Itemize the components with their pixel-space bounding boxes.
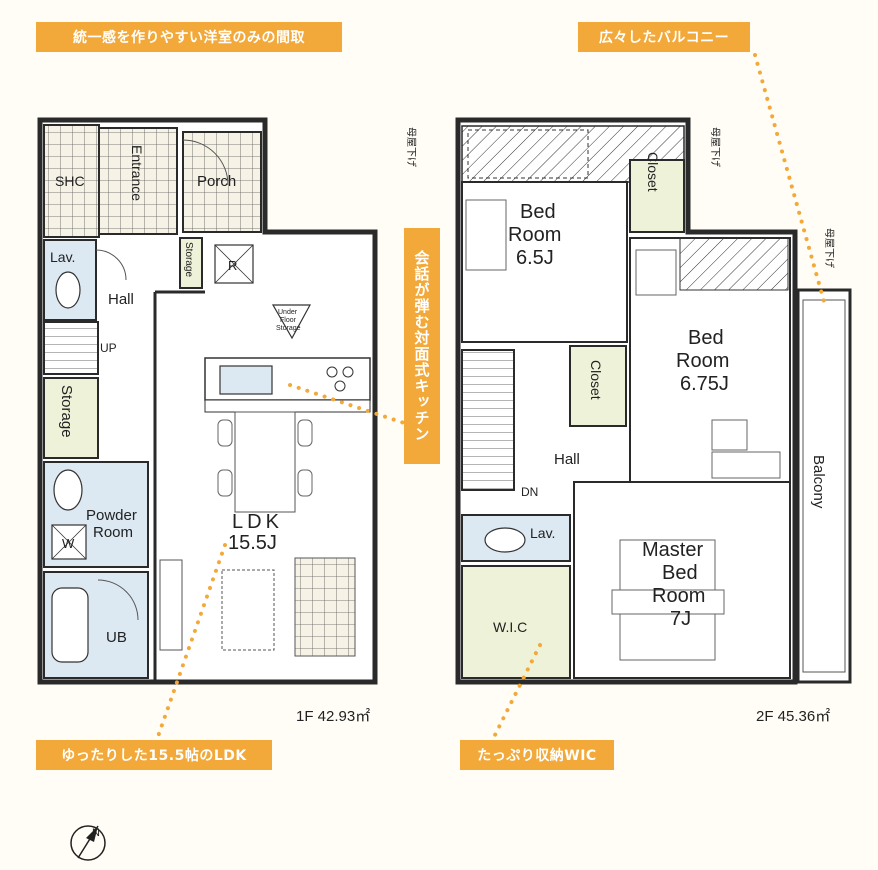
north-compass [70,825,106,861]
kitchen-sink-icon [219,365,273,395]
storage-room [43,377,99,459]
label-ldk: LDK [232,511,283,533]
toilet-icon-2f [484,527,526,553]
label-w: W [62,536,75,551]
label-r: R [228,258,237,273]
roof-note-mid: 母屋下げ [709,127,721,167]
label-bed2-1: Bed [688,327,724,349]
compass-label: N [92,827,100,839]
label-hall-2f: Hall [554,451,580,468]
floor-1-area: 1F 42.93㎡ [296,708,371,725]
callout-room-style: 統一感を作りやすい洋室のみの間取 [36,22,342,52]
label-closet-top: Closet [645,152,661,192]
r-box [214,244,254,284]
label-storage-small: Storage [183,242,194,277]
label-dn: DN [521,485,538,499]
label-balcony: Balcony [810,455,827,509]
closet-top [629,159,685,233]
small-storage [179,237,203,289]
label-master-1: Master [642,539,703,561]
label-powder-1: Powder [86,507,137,524]
label-under-floor-1: Under [278,309,298,316]
label-bed1-1: Bed [520,201,556,223]
stairs-2f [461,349,515,491]
label-master-4: 7J [670,608,691,630]
toilet-icon [55,271,81,309]
stairs-1f [43,321,99,375]
label-master-3: Room [652,585,705,607]
callout-wic: たっぷり収納WIC [460,740,614,770]
roof-note-left: 母屋下げ [405,127,417,167]
under-floor-storage-mark [271,304,312,340]
roof-note-right: 母屋下げ [823,228,835,268]
label-bed2-3: 6.75J [680,373,729,395]
label-ub: UB [106,629,127,646]
label-closet-mid: Closet [588,360,604,400]
floor-1-plan [37,117,378,685]
label-powder-2: Room [93,524,133,541]
label-under-floor-3: Storage [276,325,301,332]
label-under-floor-2: Floor [280,317,297,324]
entrance-area [98,127,178,235]
callout-leaders [153,53,827,747]
label-shc: SHC [55,173,85,189]
walk-in-closet [461,565,571,679]
callout-balcony: 広々したバルコニー [578,22,750,52]
label-bed1-3: 6.5J [516,247,554,269]
balcony [796,288,852,684]
label-entrance: Entrance [129,145,145,201]
label-storage: Storage [58,385,75,438]
label-bed2-2: Room [676,350,729,372]
label-hall-1f: Hall [108,291,134,308]
label-bed1-2: Room [508,224,561,246]
porch-area [182,131,262,233]
label-wic: W.I.C [493,619,527,635]
closet-mid [569,345,627,427]
callout-ldk: ゆったりした15.5帖のLDK [36,740,272,770]
callout-kitchen: 会話が弾む対面式キッチン [404,228,440,464]
label-porch: Porch [197,173,236,190]
label-lav-1f: Lav. [50,249,75,265]
bathtub-icon [51,587,89,663]
floor-2-area: 2F 45.36㎡ [756,708,831,725]
label-up: UP [100,341,117,355]
sink-icon [53,469,83,511]
label-lav-2f: Lav. [530,525,555,541]
floor-2-plan [455,117,852,685]
label-ldk-size: 15.5J [228,532,277,554]
label-master-2: Bed [662,562,698,584]
